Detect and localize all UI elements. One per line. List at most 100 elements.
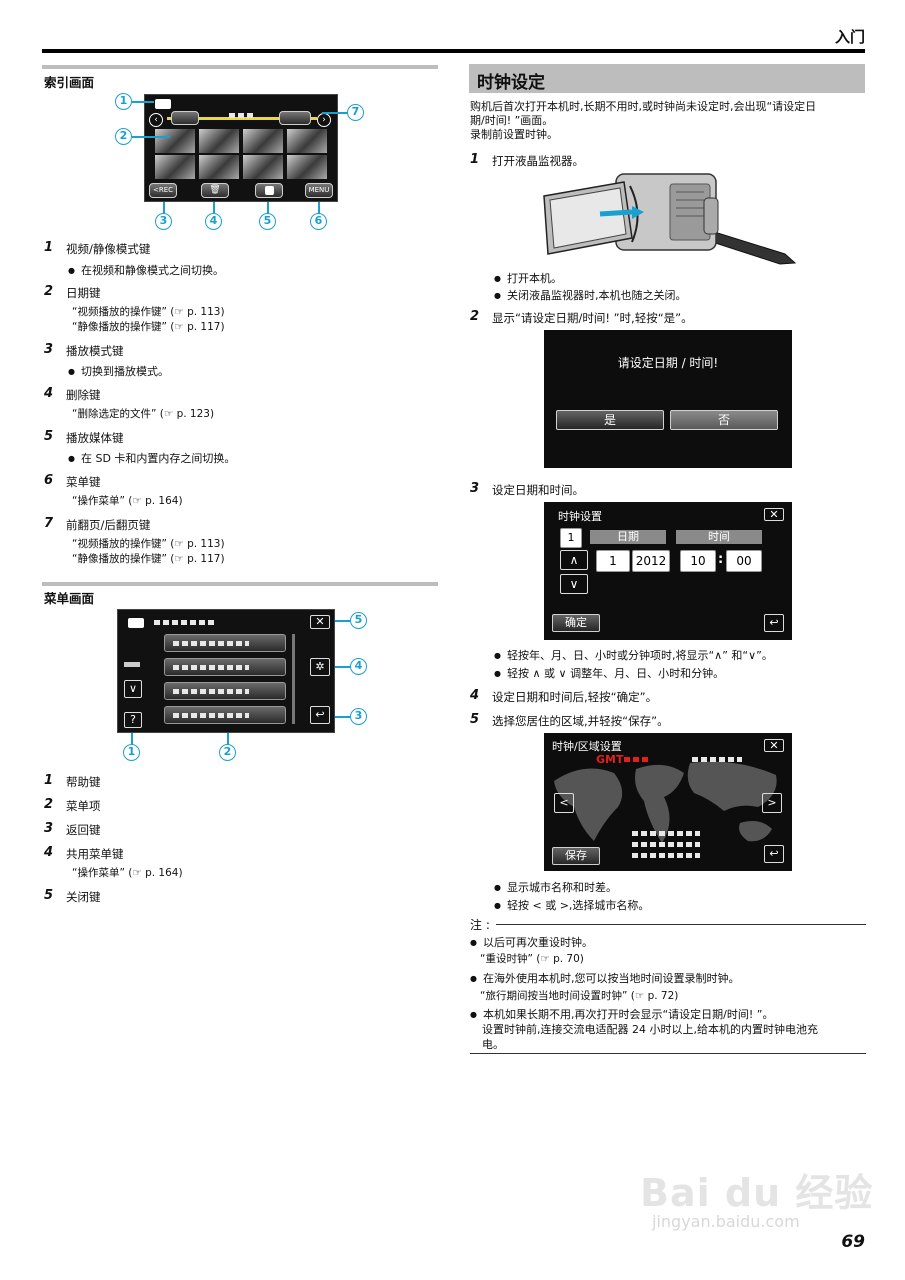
- callout-3: 3: [350, 708, 367, 725]
- menu-title: [154, 620, 216, 625]
- item-number: 2: [44, 797, 54, 812]
- back-icon: ↩: [310, 706, 330, 724]
- minute-field[interactable]: 00: [726, 550, 762, 572]
- note-rule-bottom: [470, 1053, 866, 1054]
- set-date-dialog: 请设定日期 / 时间! 是 否: [544, 330, 792, 468]
- help-button: ?: [124, 712, 142, 728]
- close-icon[interactable]: ✕: [764, 739, 784, 752]
- item-number: 5: [44, 888, 54, 903]
- dialog-title: 时钟/区域设置: [552, 740, 622, 753]
- item-ref: “静像播放的操作键” (☞ p. 117): [72, 553, 225, 565]
- item-number: 2: [44, 284, 54, 299]
- note-continuation: 电。: [482, 1038, 504, 1051]
- clock-settings-dialog: 时钟设置 ✕ 1 日期 时间 ∧ 1 2012 10 : 00 ∨ 确定 ↩: [544, 502, 792, 640]
- item-number: 7: [44, 516, 54, 531]
- step-bullet: 轻按 < 或 >,选择城市名称。: [494, 897, 649, 913]
- back-icon[interactable]: ↩: [764, 614, 784, 632]
- callout-4: 4: [350, 658, 367, 675]
- item-label: 共用菜单键: [66, 847, 124, 861]
- note-label: 注 :: [470, 918, 490, 932]
- yes-button[interactable]: 是: [556, 410, 664, 430]
- month-field[interactable]: 1: [596, 550, 630, 572]
- step-text: 打开液晶监视器。: [492, 154, 584, 168]
- rec-button: <REC: [149, 183, 177, 198]
- section-divider: [42, 65, 438, 69]
- note-item: 在海外使用本机时,您可以按当地时间设置录制时钟。: [470, 970, 740, 986]
- callout-line: [163, 202, 165, 214]
- step-text: 显示“请设定日期/时间! ”时,轻按“是”。: [492, 311, 693, 325]
- city-list: [632, 842, 700, 847]
- down-button[interactable]: ∨: [560, 574, 588, 594]
- item-number: 1: [44, 240, 54, 255]
- intro-line: 期/时间! ”画面。: [470, 114, 554, 127]
- prev-page-icon: ‹: [149, 113, 163, 127]
- media-button: [255, 183, 283, 198]
- header-rule: [42, 49, 865, 53]
- thumbnail: [199, 129, 239, 153]
- item-number: 4: [44, 386, 54, 401]
- year-field[interactable]: 2012: [632, 550, 670, 572]
- step-text: 选择您居住的区域,并轻按“保存”。: [492, 714, 669, 728]
- step-bullet: 显示城市名称和时差。: [494, 879, 617, 895]
- up-button[interactable]: ∧: [560, 550, 588, 570]
- watermark-logo: Bai du 经验: [640, 1171, 874, 1215]
- chevron-down-icon: ∨: [124, 680, 142, 698]
- step-text: 设定日期和时间。: [492, 483, 584, 497]
- item-label: 前翻页/后翻页键: [66, 518, 151, 532]
- item-number: 3: [44, 821, 54, 836]
- thumbnail: [155, 129, 195, 153]
- step-bullet: 关闭液晶监视器时,本机也随之关闭。: [494, 287, 687, 303]
- hour-field[interactable]: 10: [680, 550, 716, 572]
- callout-3: 3: [155, 213, 172, 230]
- time-colon: :: [718, 552, 724, 567]
- item-ref: “操作菜单” (☞ p. 164): [72, 867, 183, 879]
- title-bar: [469, 64, 865, 93]
- dialog-title: 时钟设置: [558, 510, 602, 523]
- step-number: 4: [470, 688, 480, 703]
- callout-line: [322, 112, 348, 114]
- item-bullet: 在 SD 卡和内置内存之间切换。: [68, 450, 235, 466]
- callout-line: [335, 666, 351, 668]
- item-label: 返回键: [66, 823, 101, 837]
- callout-line: [213, 202, 215, 214]
- callout-line: [131, 733, 133, 745]
- step-number: 5: [470, 712, 480, 727]
- date-button: [171, 111, 199, 125]
- no-button[interactable]: 否: [670, 410, 778, 430]
- item-ref: “视频播放的操作键” (☞ p. 113): [72, 306, 225, 318]
- callout-1: 1: [115, 93, 132, 110]
- scrollbar: [292, 634, 295, 724]
- header-title: 入门: [834, 28, 865, 46]
- callout-5: 5: [350, 612, 367, 629]
- time-header: 时间: [676, 530, 762, 544]
- field-selected[interactable]: 1: [560, 528, 582, 548]
- menu-screen: ✕ ∨ ? ✲ ↩: [117, 609, 335, 733]
- item-number: 1: [44, 773, 54, 788]
- item-ref: “视频播放的操作键” (☞ p. 113): [72, 538, 225, 550]
- section-title: 时钟设定: [477, 73, 545, 93]
- save-button[interactable]: 保存: [552, 847, 600, 865]
- item-label: 菜单项: [66, 799, 101, 813]
- thumbnail: [287, 129, 327, 153]
- page-indicator: [124, 662, 140, 667]
- item-label: 播放媒体键: [66, 431, 124, 445]
- index-section-title: 索引画面: [44, 75, 95, 90]
- callout-line: [335, 716, 351, 718]
- menu-section-title: 菜单画面: [44, 591, 95, 606]
- step-number: 2: [470, 309, 480, 324]
- step-bullet: 轻按 ∧ 或 ∨ 调整年、月、日、小时和分钟。: [494, 665, 724, 681]
- step-text: 设定日期和时间后,轻按“确定”。: [492, 690, 658, 704]
- note-item: 以后可再次重设时钟。: [470, 934, 593, 950]
- item-ref: “操作菜单” (☞ p. 164): [72, 495, 183, 507]
- city-list: [632, 831, 700, 836]
- ok-button[interactable]: 确定: [552, 614, 600, 632]
- callout-line: [132, 136, 170, 138]
- gmt-offset: [624, 757, 650, 762]
- next-city-button[interactable]: >: [762, 793, 782, 813]
- back-icon[interactable]: ↩: [764, 845, 784, 863]
- close-icon[interactable]: ✕: [764, 508, 784, 521]
- prev-city-button[interactable]: <: [554, 793, 574, 813]
- step-bullet: 打开本机。: [494, 270, 562, 286]
- date-button-right: [279, 111, 311, 125]
- thumbnail: [199, 155, 239, 179]
